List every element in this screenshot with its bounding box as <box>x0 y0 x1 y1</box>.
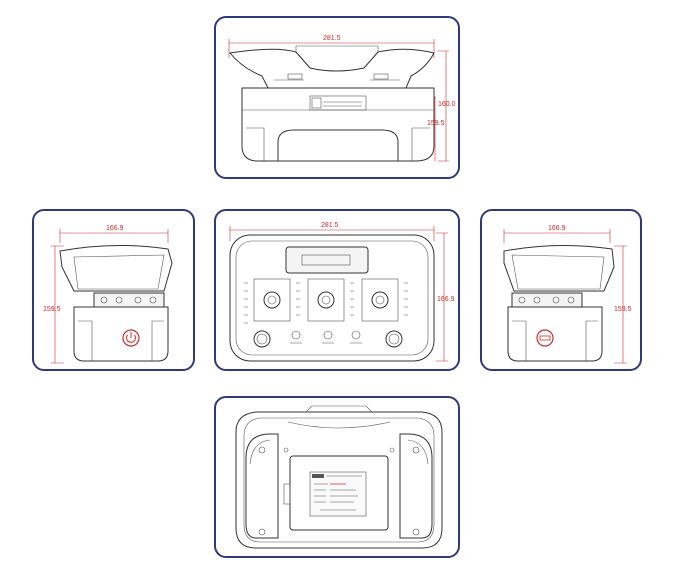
top-view-panel: 281.5 166.9 <box>214 209 460 371</box>
right-width-label: 166.9 <box>548 225 566 232</box>
bottom-view-panel <box>214 396 460 558</box>
emergency-stop-icon <box>536 329 554 347</box>
top-view-drawing: 281.5 166.9 <box>229 222 455 362</box>
power-button-icon <box>122 329 140 347</box>
front-view-drawing: 281.5 160.0 159.5 <box>228 35 456 162</box>
front-height-body-label: 159.5 <box>427 120 445 127</box>
right-side-view-panel: 166.9 159.5 <box>480 209 642 371</box>
front-width-label: 281.5 <box>323 35 341 42</box>
right-side-view-drawing: 166.9 159.5 <box>503 225 632 364</box>
top-depth-label: 166.9 <box>437 296 455 303</box>
top-width-label: 281.5 <box>321 222 339 229</box>
front-view-panel: 281.5 160.0 159.5 <box>214 16 460 179</box>
front-height-overall-label: 160.0 <box>438 101 456 108</box>
left-height-label: 159.5 <box>43 306 61 313</box>
left-side-view-panel: 166.9 159.5 <box>32 209 195 371</box>
bottom-view-drawing <box>235 405 443 549</box>
left-width-label: 166.9 <box>106 225 124 232</box>
left-side-view-drawing: 166.9 159.5 <box>43 225 173 364</box>
right-height-label: 159.5 <box>614 306 632 313</box>
